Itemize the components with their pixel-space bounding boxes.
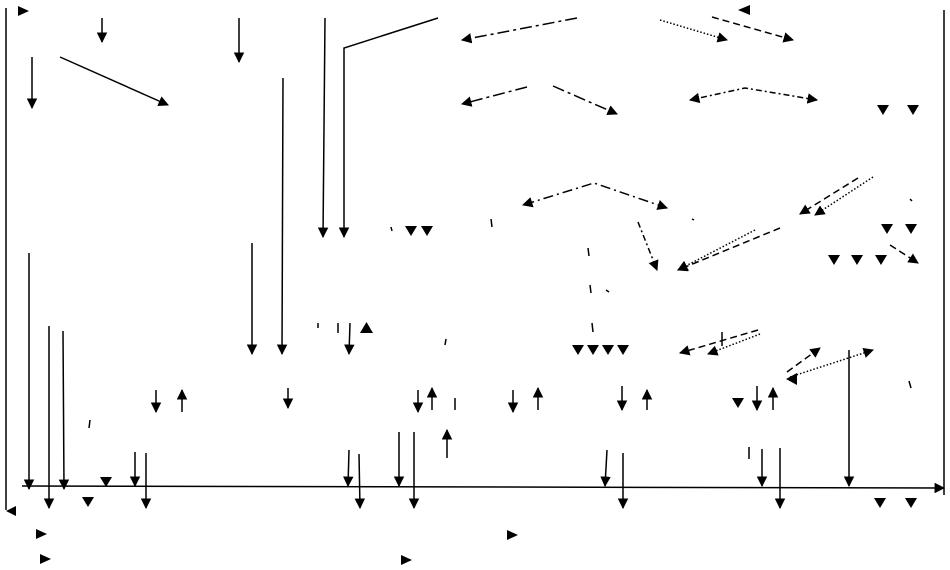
- tick-1: [390, 226, 393, 232]
- arrow-s4: [59, 56, 169, 106]
- marker-footer-3: [507, 530, 518, 540]
- arrow-s11: [58, 330, 70, 491]
- heads-4: [828, 255, 887, 265]
- tick-14: [908, 380, 912, 389]
- arrow-d10: [678, 329, 759, 356]
- arrow-s6: [338, 17, 439, 239]
- arrow-d3: [460, 86, 528, 107]
- solid-arrows: [23, 17, 855, 510]
- arrowhead-groups: [82, 105, 919, 508]
- heads-6: [360, 322, 373, 333]
- marker-footer-1: [36, 529, 47, 539]
- arrow-s27: [343, 449, 354, 488]
- frame: [5, 8, 946, 510]
- arrow-p5: [789, 347, 874, 378]
- arrow-d1: [460, 17, 578, 44]
- dotted-arrows: [659, 19, 874, 378]
- heads-7: [100, 477, 112, 487]
- heads-1: [877, 105, 919, 115]
- arrow-p2: [814, 176, 874, 216]
- edge-markers: [6, 5, 750, 565]
- tick-8: [587, 247, 590, 257]
- marker-top-left: [18, 6, 29, 16]
- tick-12: [88, 419, 91, 429]
- tick-7: [444, 338, 447, 346]
- dashed-arrows: [460, 16, 919, 373]
- arrow-p4: [707, 333, 761, 356]
- marker-footer-4: [401, 555, 412, 565]
- arrow-d4: [552, 85, 618, 116]
- arrow-d5: [688, 87, 819, 104]
- heads-2: [405, 226, 433, 236]
- arrow-d8: [677, 227, 781, 272]
- marker-top-right: [738, 5, 750, 15]
- heads-9: [732, 398, 744, 408]
- tick-4: [909, 198, 913, 202]
- arrow-d7: [637, 221, 659, 271]
- heads-10: [786, 373, 797, 385]
- tick-2: [490, 218, 493, 228]
- marker-bottom-left: [6, 506, 16, 516]
- heads-11: [874, 498, 917, 508]
- arrow-s5: [317, 17, 329, 239]
- baseline-arrow: [21, 482, 946, 494]
- heads-8: [82, 497, 94, 507]
- arrow-d11: [889, 244, 919, 264]
- tick-3: [691, 218, 695, 221]
- arrow-d6: [521, 182, 668, 210]
- heads-3: [881, 224, 917, 234]
- arrow-d9: [799, 177, 859, 215]
- arrow-d12: [786, 347, 821, 373]
- arrow-s28: [354, 453, 366, 510]
- arrow-s7: [276, 77, 288, 356]
- marker-footer-2: [40, 554, 51, 564]
- tick-10: [605, 289, 610, 293]
- arrow-s12: [344, 322, 355, 356]
- arrow-s31: [600, 449, 611, 488]
- heads-5: [572, 345, 629, 355]
- tick-9: [589, 284, 592, 294]
- tick-11: [591, 322, 594, 333]
- arrow-d2: [711, 16, 795, 43]
- tick-marks: [88, 198, 913, 459]
- arrow-p1: [659, 19, 729, 43]
- arrow-p3: [677, 229, 756, 271]
